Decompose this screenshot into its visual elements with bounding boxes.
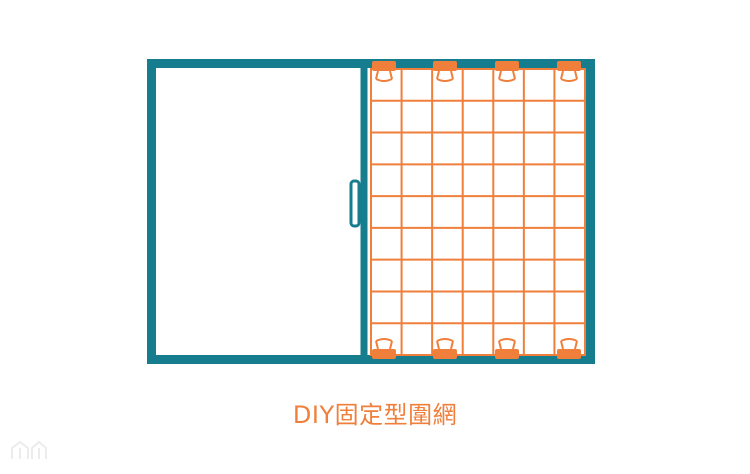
binder-clip-icon bbox=[557, 338, 581, 359]
binder-clip-icon bbox=[495, 61, 519, 82]
mesh-panel bbox=[370, 68, 586, 356]
window-outer-frame bbox=[147, 59, 595, 364]
binder-clip-icon bbox=[495, 338, 519, 359]
binder-clip-icon bbox=[433, 338, 457, 359]
clip-group bbox=[372, 61, 581, 359]
mesh-grid bbox=[371, 69, 585, 355]
binder-clip-icon bbox=[557, 61, 581, 82]
house-logo-icon bbox=[11, 440, 47, 459]
binder-clip-icon bbox=[433, 61, 457, 82]
diagram-caption: DIY固定型圍網 bbox=[292, 401, 458, 429]
window-frame bbox=[147, 59, 595, 364]
mesh-border bbox=[370, 68, 586, 356]
binder-clip-icon bbox=[372, 61, 396, 82]
window-handle-icon bbox=[349, 179, 361, 228]
binder-clip-icon bbox=[372, 338, 396, 359]
